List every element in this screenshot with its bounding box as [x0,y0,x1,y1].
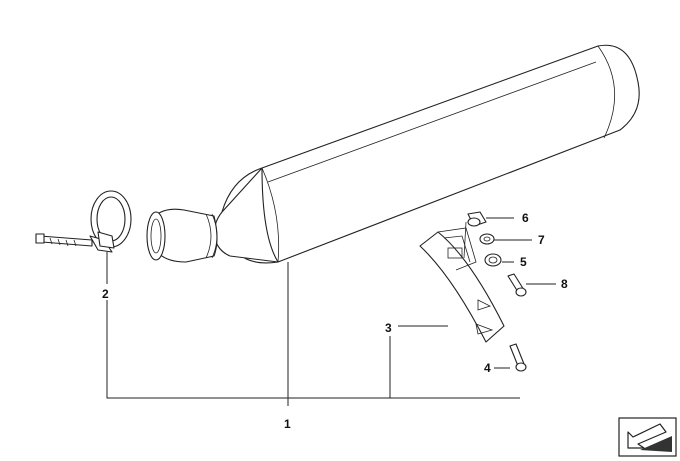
rubber-buffer [467,211,487,227]
callout-7: 7 [538,233,545,247]
spacer [484,253,502,267]
callout-3: 3 [385,321,392,335]
callout-2: 2 [102,287,109,301]
muffler [146,44,640,264]
washer [479,233,495,245]
hex-bolt-4 [509,343,527,372]
hex-bolt-8 [507,273,527,297]
arrow-down-left-icon[interactable] [618,417,677,457]
callout-4: 4 [484,361,491,375]
callout-1: 1 [284,417,291,431]
callout-5: 5 [520,255,527,269]
pipe-clamp [35,190,132,253]
bracket [419,227,505,343]
callout-6: 6 [522,211,529,225]
callout-8: 8 [561,277,568,291]
leader-lines [106,217,556,406]
